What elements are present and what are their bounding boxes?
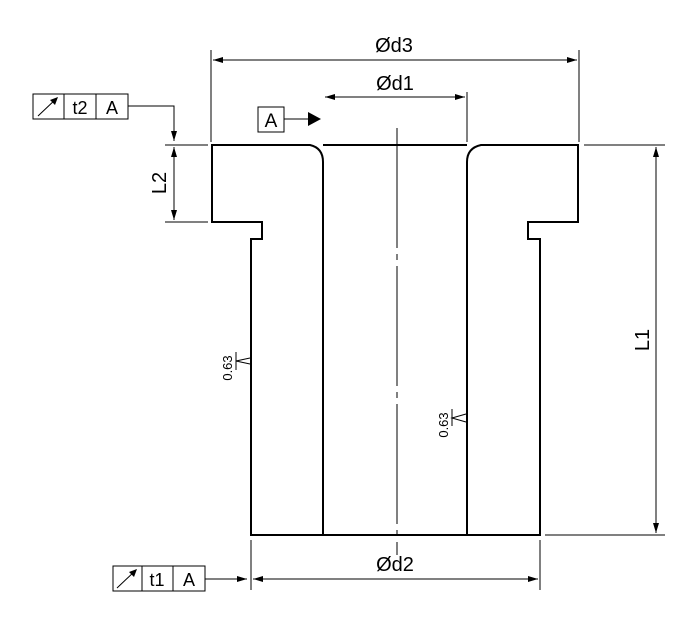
surface-finish-inner: 0.63 [436,409,467,438]
runout-leader-top [128,105,177,141]
tolerance-datum-bottom: A [183,570,195,590]
L2-label: L2 [149,172,171,194]
surface-finish-inner-value: 0.63 [436,412,451,437]
runout-arrow-icon [116,569,137,589]
d2-label: Ød2 [376,554,414,576]
L1-label: L1 [632,329,654,351]
tolerance-value-t2: t2 [72,98,87,118]
left-wall-section [211,144,324,536]
runout-frame-bottom: t1 A [112,565,206,592]
surface-finish-outer: 0.63 [220,352,251,381]
d3-label: Ød3 [375,35,413,57]
surface-finish-outer-value: 0.63 [220,355,235,380]
right-wall-section [466,144,579,536]
runout-frame-top: t2 A [32,93,129,120]
tolerance-value-t1: t1 [149,570,164,590]
tolerance-datum-top: A [106,98,118,118]
runout-arrow-icon [37,97,58,117]
datum-label: A [265,111,278,132]
d1-label: Ød1 [376,73,414,95]
datum-A-symbol: A [257,106,321,133]
